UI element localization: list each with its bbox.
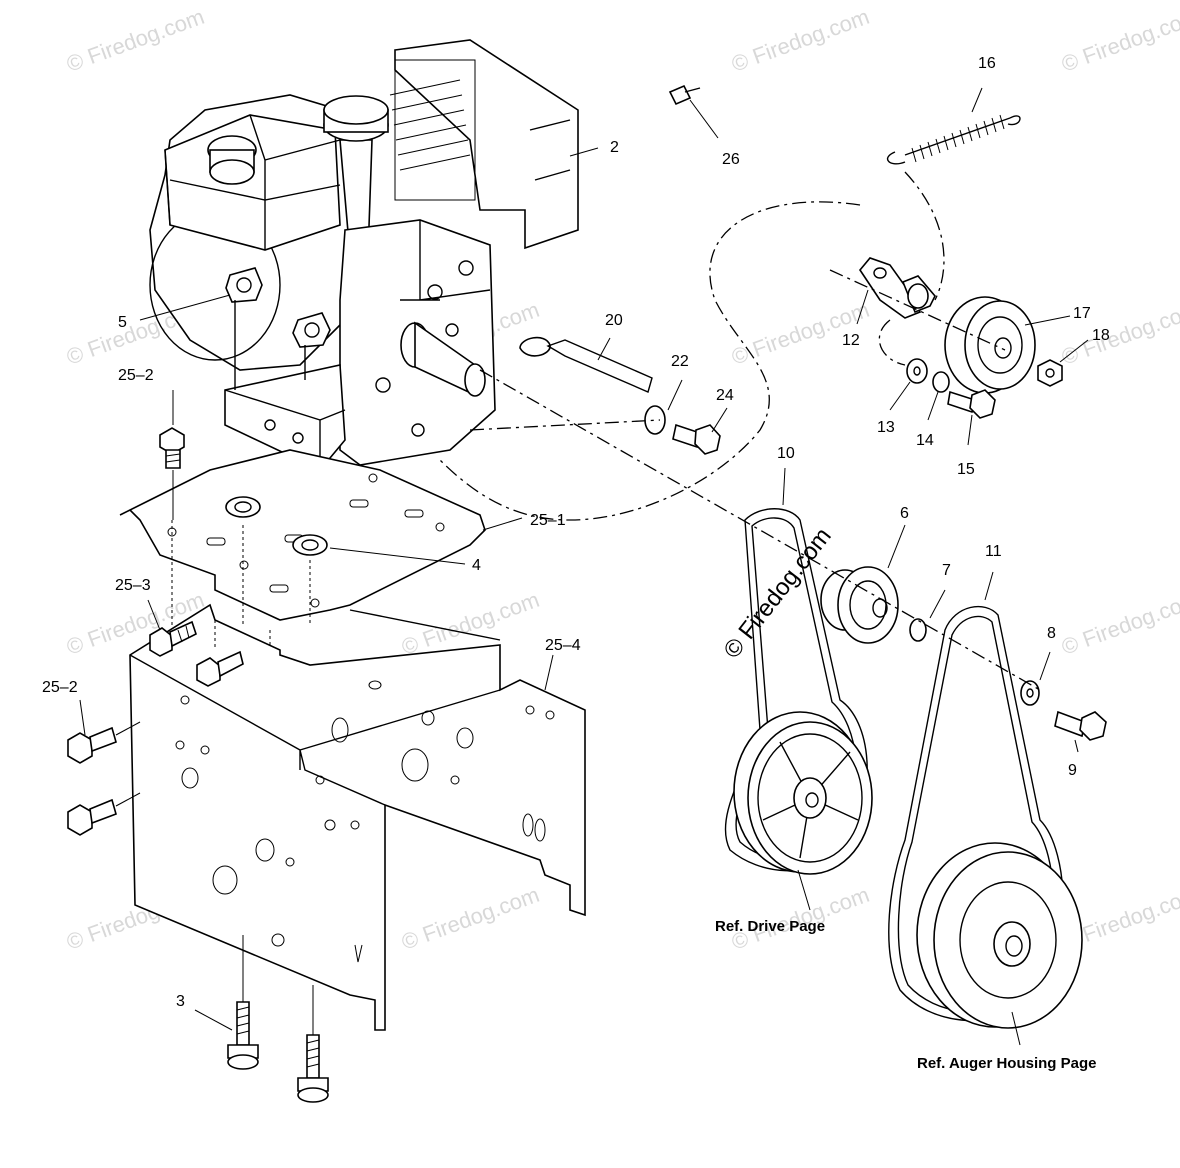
extension-spring-16 — [886, 87, 1021, 165]
label-7: 7 — [942, 562, 951, 579]
bolt-25-2-top — [159, 427, 185, 520]
watermark: © Firedog.com — [398, 882, 542, 955]
star-washer-4 — [225, 496, 328, 556]
rod-20 — [519, 336, 653, 393]
drive-pulley — [733, 711, 873, 875]
engine — [149, 39, 579, 471]
bolt-25-2-low — [67, 792, 141, 836]
label-25-4: 25–4 — [545, 637, 581, 654]
alignment-lines — [171, 171, 1041, 691]
label-25-1: 25–1 — [530, 512, 566, 529]
frame-housing-25-4 — [129, 603, 586, 1031]
label-12: 12 — [842, 332, 860, 349]
washer-8 — [1020, 680, 1040, 706]
label-5: 5 — [118, 314, 127, 331]
label-6: 6 — [900, 505, 909, 522]
lock-nut-5b — [292, 312, 331, 348]
label-25-2-side: 25–2 — [42, 679, 78, 696]
label-17: 17 — [1073, 305, 1091, 322]
ref-auger-housing-page: Ref. Auger Housing Page — [917, 1055, 1096, 1072]
bolt-25-3b — [196, 650, 244, 687]
label-3: 3 — [176, 993, 185, 1010]
spacer-7 — [909, 618, 927, 642]
pin-26 — [668, 84, 719, 139]
label-4: 4 — [472, 557, 481, 574]
label-25-3: 25–3 — [115, 577, 151, 594]
watermark: © Firedog.com — [1058, 587, 1180, 660]
washers-13-14 — [906, 358, 950, 393]
bolt-25-2-mid — [67, 721, 141, 764]
label-20: 20 — [605, 312, 623, 329]
label-9: 9 — [1068, 762, 1077, 779]
watermark: © Firedog.com — [1058, 4, 1180, 77]
engine-pulley-6 — [820, 566, 899, 644]
label-25-2-top: 25–2 — [118, 367, 154, 384]
label-8: 8 — [1047, 625, 1056, 642]
bolt-15 — [947, 389, 996, 419]
label-22: 22 — [671, 353, 689, 370]
label-15: 15 — [957, 461, 975, 478]
carriage-bolts-3 — [227, 935, 329, 1103]
idler-bracket-12 — [859, 257, 936, 319]
lock-nut-5a — [225, 267, 263, 303]
idler-pulley-17 — [944, 296, 1036, 394]
bolt-9 — [1054, 710, 1107, 741]
label-10: 10 — [777, 445, 795, 462]
part-labels: 2 3 4 5 6 7 8 9 10 11 12 13 14 15 16 17 … — [42, 55, 1110, 1010]
washer-22 — [644, 405, 666, 435]
watermark: © Firedog.com — [728, 4, 872, 77]
label-26: 26 — [722, 151, 740, 168]
bolt-25-3a — [149, 620, 197, 657]
ref-drive-page: Ref. Drive Page — [715, 918, 825, 935]
label-11: 11 — [985, 543, 1002, 560]
label-14: 14 — [916, 432, 934, 449]
auger-pulley — [916, 842, 1083, 1029]
frame-plate-25-1 — [119, 449, 486, 621]
label-16: 16 — [978, 55, 996, 72]
nut-18 — [1037, 359, 1063, 387]
label-2: 2 — [610, 139, 619, 156]
label-24: 24 — [716, 387, 734, 404]
label-13: 13 — [877, 419, 895, 436]
watermark: © Firedog.com — [63, 4, 207, 77]
leader-lines — [79, 147, 1089, 1046]
label-18: 18 — [1092, 327, 1110, 344]
bolt-24 — [672, 423, 721, 455]
